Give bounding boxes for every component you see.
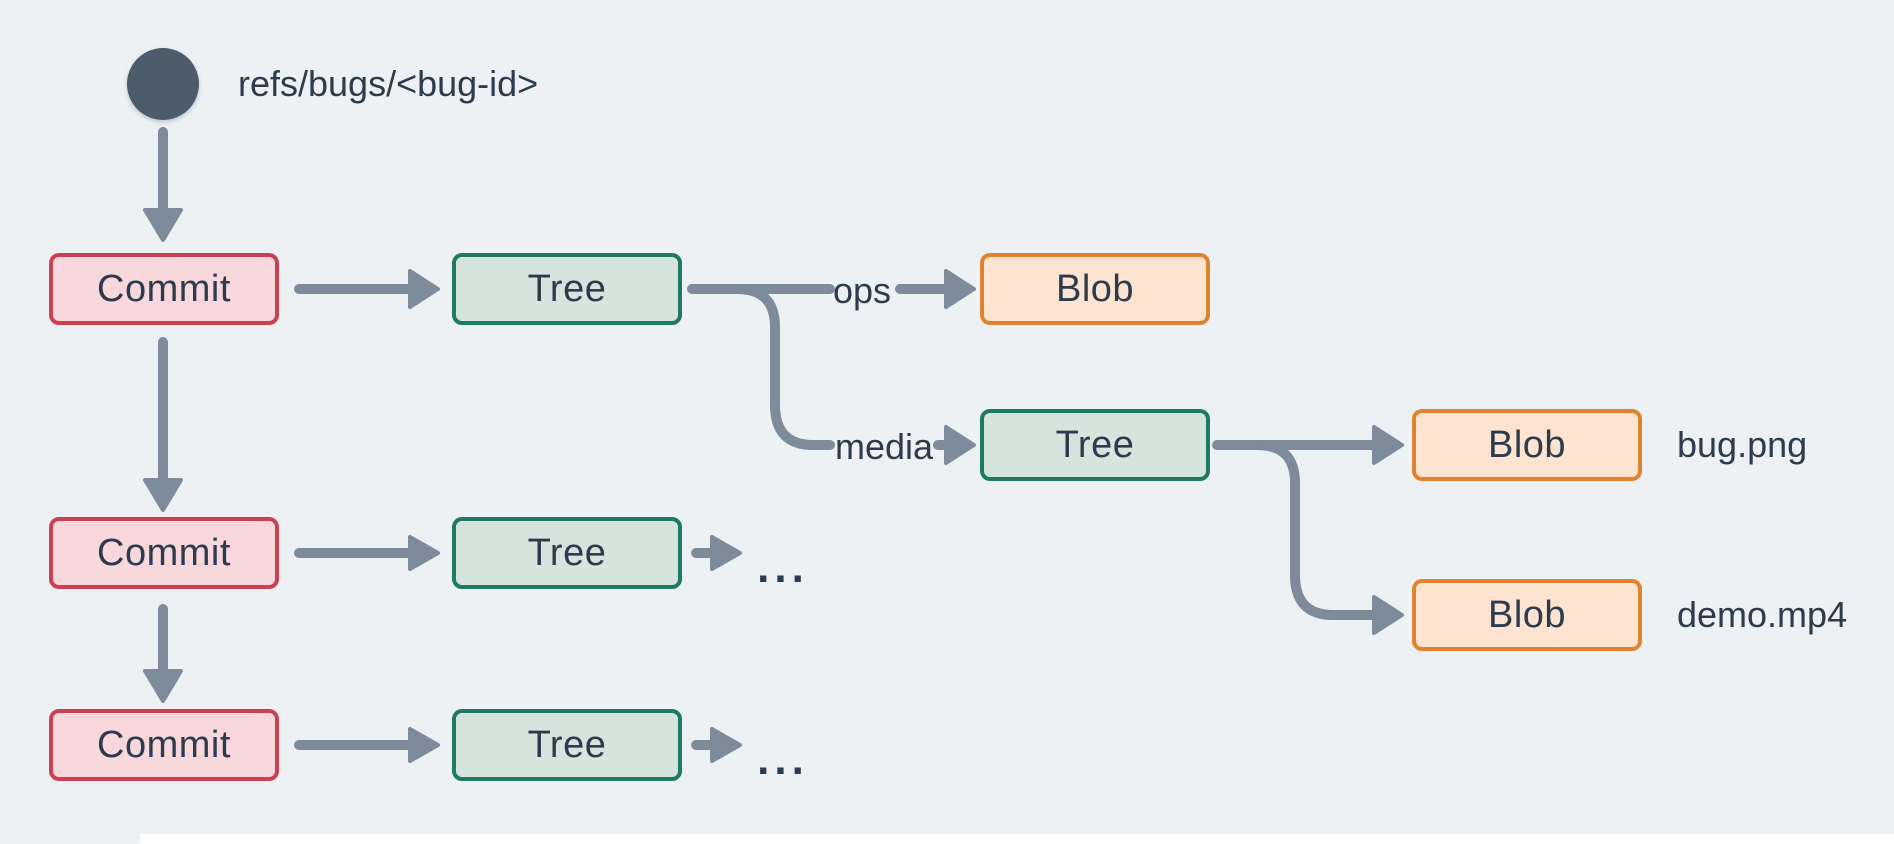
arrowhead-ref-to-commit1 bbox=[143, 208, 183, 242]
edge-label-ops: ops bbox=[832, 270, 892, 311]
arrowhead-commit1-to-tree1 bbox=[408, 269, 440, 309]
arrowhead-tree2-to-blob-bug bbox=[1372, 425, 1404, 465]
ref-label: refs/bugs/<bug-id> bbox=[238, 63, 539, 104]
edge-label-media: media bbox=[834, 426, 934, 467]
arrowhead-media-to-tree2 bbox=[944, 425, 976, 465]
file-label-demo-mp4: demo.mp4 bbox=[1677, 594, 1848, 635]
commit-node-3: Commit bbox=[49, 709, 279, 781]
commit-node-1: Commit bbox=[49, 253, 279, 325]
arrowhead-tree2-to-blob-demo bbox=[1372, 595, 1404, 635]
tree-node-1: Tree bbox=[452, 253, 682, 325]
tree-node-2: Tree bbox=[452, 517, 682, 589]
blob-node-bug: Blob bbox=[1412, 409, 1642, 481]
arrowhead-commit3-to-tree bbox=[408, 727, 440, 763]
arrowhead-treebot-to-more bbox=[710, 727, 742, 763]
edge-tree1-media-branch bbox=[732, 284, 835, 450]
ellipsis-bottom-row: ... bbox=[757, 735, 809, 784]
arrowhead-ops-to-blob bbox=[944, 269, 976, 309]
commit-node-2: Commit bbox=[49, 517, 279, 589]
arrowhead-commit2-to-tree bbox=[408, 535, 440, 571]
ellipsis-mid-row: ... bbox=[757, 543, 809, 592]
blob-node-ops: Blob bbox=[980, 253, 1210, 325]
tree-node-media: Tree bbox=[980, 409, 1210, 481]
bottom-white-strip bbox=[140, 834, 1894, 844]
arrowhead-commit1-to-commit2 bbox=[143, 478, 183, 512]
arrowhead-commit2-to-commit3 bbox=[143, 669, 183, 703]
file-label-bug-png: bug.png bbox=[1677, 424, 1808, 465]
blob-node-demo: Blob bbox=[1412, 579, 1642, 651]
tree-node-3: Tree bbox=[452, 709, 682, 781]
edge-tree2-demo-branch bbox=[1252, 440, 1379, 620]
ref-circle bbox=[127, 48, 199, 120]
arrowhead-treemid-to-more bbox=[710, 535, 742, 571]
